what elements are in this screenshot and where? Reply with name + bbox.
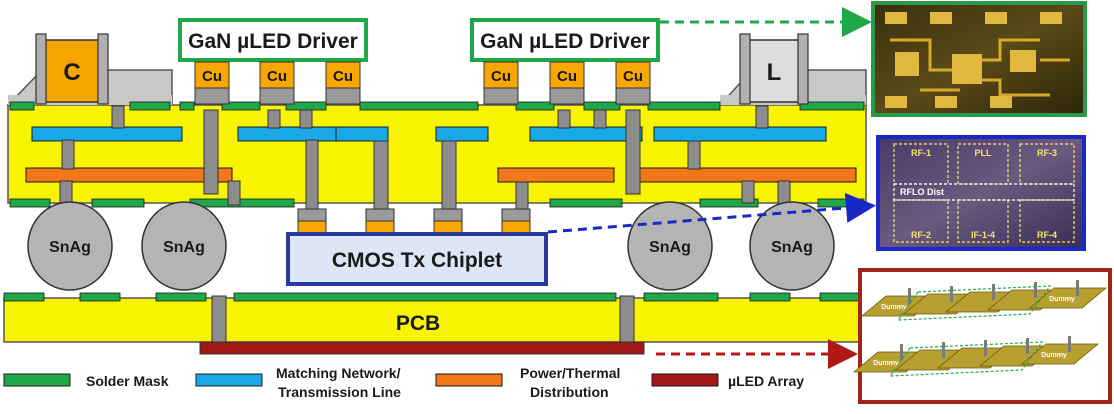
legend-label: Distribution <box>530 384 609 400</box>
solder-balls: SnAg SnAg SnAg SnAg <box>27 201 835 291</box>
cu-pillars: Cu Cu Cu Cu Cu Cu <box>194 61 651 105</box>
cmos-block-label: RF-3 <box>1037 148 1057 158</box>
solder-ball: SnAg <box>141 201 227 291</box>
legend-item-uled-array: µLED Array <box>651 373 804 389</box>
power-thermal-planes <box>25 167 857 183</box>
capacitor-label: C <box>63 59 80 86</box>
solder-ball-label: SnAg <box>649 239 691 256</box>
cmos-block-label: PLL <box>975 148 993 158</box>
cu-pillar: Cu <box>615 61 651 105</box>
inductor-label: L <box>767 59 782 86</box>
legend-item-solder-mask: Solder Mask <box>3 373 169 389</box>
legend-item-power-thermal: Power/Thermal Distribution <box>435 365 620 400</box>
capacitor-component: C <box>35 33 109 105</box>
dummy-label: Dummy <box>1041 352 1067 359</box>
cu-pillar: Cu <box>194 61 230 105</box>
cu-pillar: Cu <box>259 61 295 105</box>
bottom-solder-mask <box>9 198 865 208</box>
cu-label: Cu <box>557 68 577 85</box>
cu-pillar: Cu <box>549 61 585 105</box>
solder-ball-label: SnAg <box>163 239 205 256</box>
solder-ball-label: SnAg <box>49 239 91 256</box>
led-tile: Dummy <box>1028 280 1108 309</box>
gan-driver-right-label: GaN µLED Driver <box>480 30 650 53</box>
cmos-block-label: IF-1-4 <box>971 230 995 240</box>
cu-label: Cu <box>202 68 222 85</box>
dummy-label: Dummy <box>873 360 899 367</box>
pcb-board: PCB <box>3 292 865 355</box>
pcb-label: PCB <box>396 312 440 335</box>
cmos-block-label: RF-1 <box>911 148 931 158</box>
solder-ball-label: SnAg <box>771 239 813 256</box>
top-solder-mask <box>9 101 865 111</box>
legend: Solder Mask Matching Network/ Transmissi… <box>3 365 804 400</box>
gan-driver-right: GaN µLED Driver <box>470 18 660 62</box>
gan-driver-left: GaN µLED Driver <box>178 18 368 62</box>
cmos-block-label: RF-4 <box>1037 230 1057 240</box>
legend-label: Power/Thermal <box>520 365 620 381</box>
transmission-lines <box>31 126 827 142</box>
gan-driver-die-photo <box>871 1 1087 117</box>
inductor-component: L <box>739 33 809 105</box>
cu-label: Cu <box>491 68 511 85</box>
callout-arrows <box>547 7 876 369</box>
cu-label: Cu <box>333 68 353 85</box>
solder-ball: SnAg <box>749 201 835 291</box>
solder-ball: SnAg <box>27 201 113 291</box>
legend-label: Matching Network/ <box>276 365 401 381</box>
cmos-block-label: RF-2 <box>911 230 931 240</box>
cmos-tx-chiplet-label: CMOS Tx Chiplet <box>332 249 502 272</box>
cmos-die-photo: RF-1 PLL RF-3 RFLO Dist RF-2 IF-1-4 RF-4 <box>876 135 1086 251</box>
cmos-microbumps <box>297 208 531 234</box>
solder-ball: SnAg <box>627 201 713 291</box>
legend-item-matching-network: Matching Network/ Transmission Line <box>195 365 401 400</box>
cu-pillar: Cu <box>483 61 519 105</box>
led-tile: Dummy <box>1020 336 1100 365</box>
cu-pillar: Cu <box>325 61 361 105</box>
legend-label: µLED Array <box>728 373 804 389</box>
gan-driver-left-label: GaN µLED Driver <box>188 30 358 53</box>
cmos-tx-chiplet: CMOS Tx Chiplet <box>286 232 548 286</box>
dummy-label: Dummy <box>1049 296 1075 303</box>
cu-label: Cu <box>623 68 643 85</box>
cu-label: Cu <box>267 68 287 85</box>
vias <box>59 105 791 212</box>
legend-label: Solder Mask <box>86 373 169 389</box>
legend-label: Transmission Line <box>278 384 401 400</box>
dummy-label: Dummy <box>881 304 907 311</box>
cmos-block-label: RFLO Dist <box>900 187 944 197</box>
